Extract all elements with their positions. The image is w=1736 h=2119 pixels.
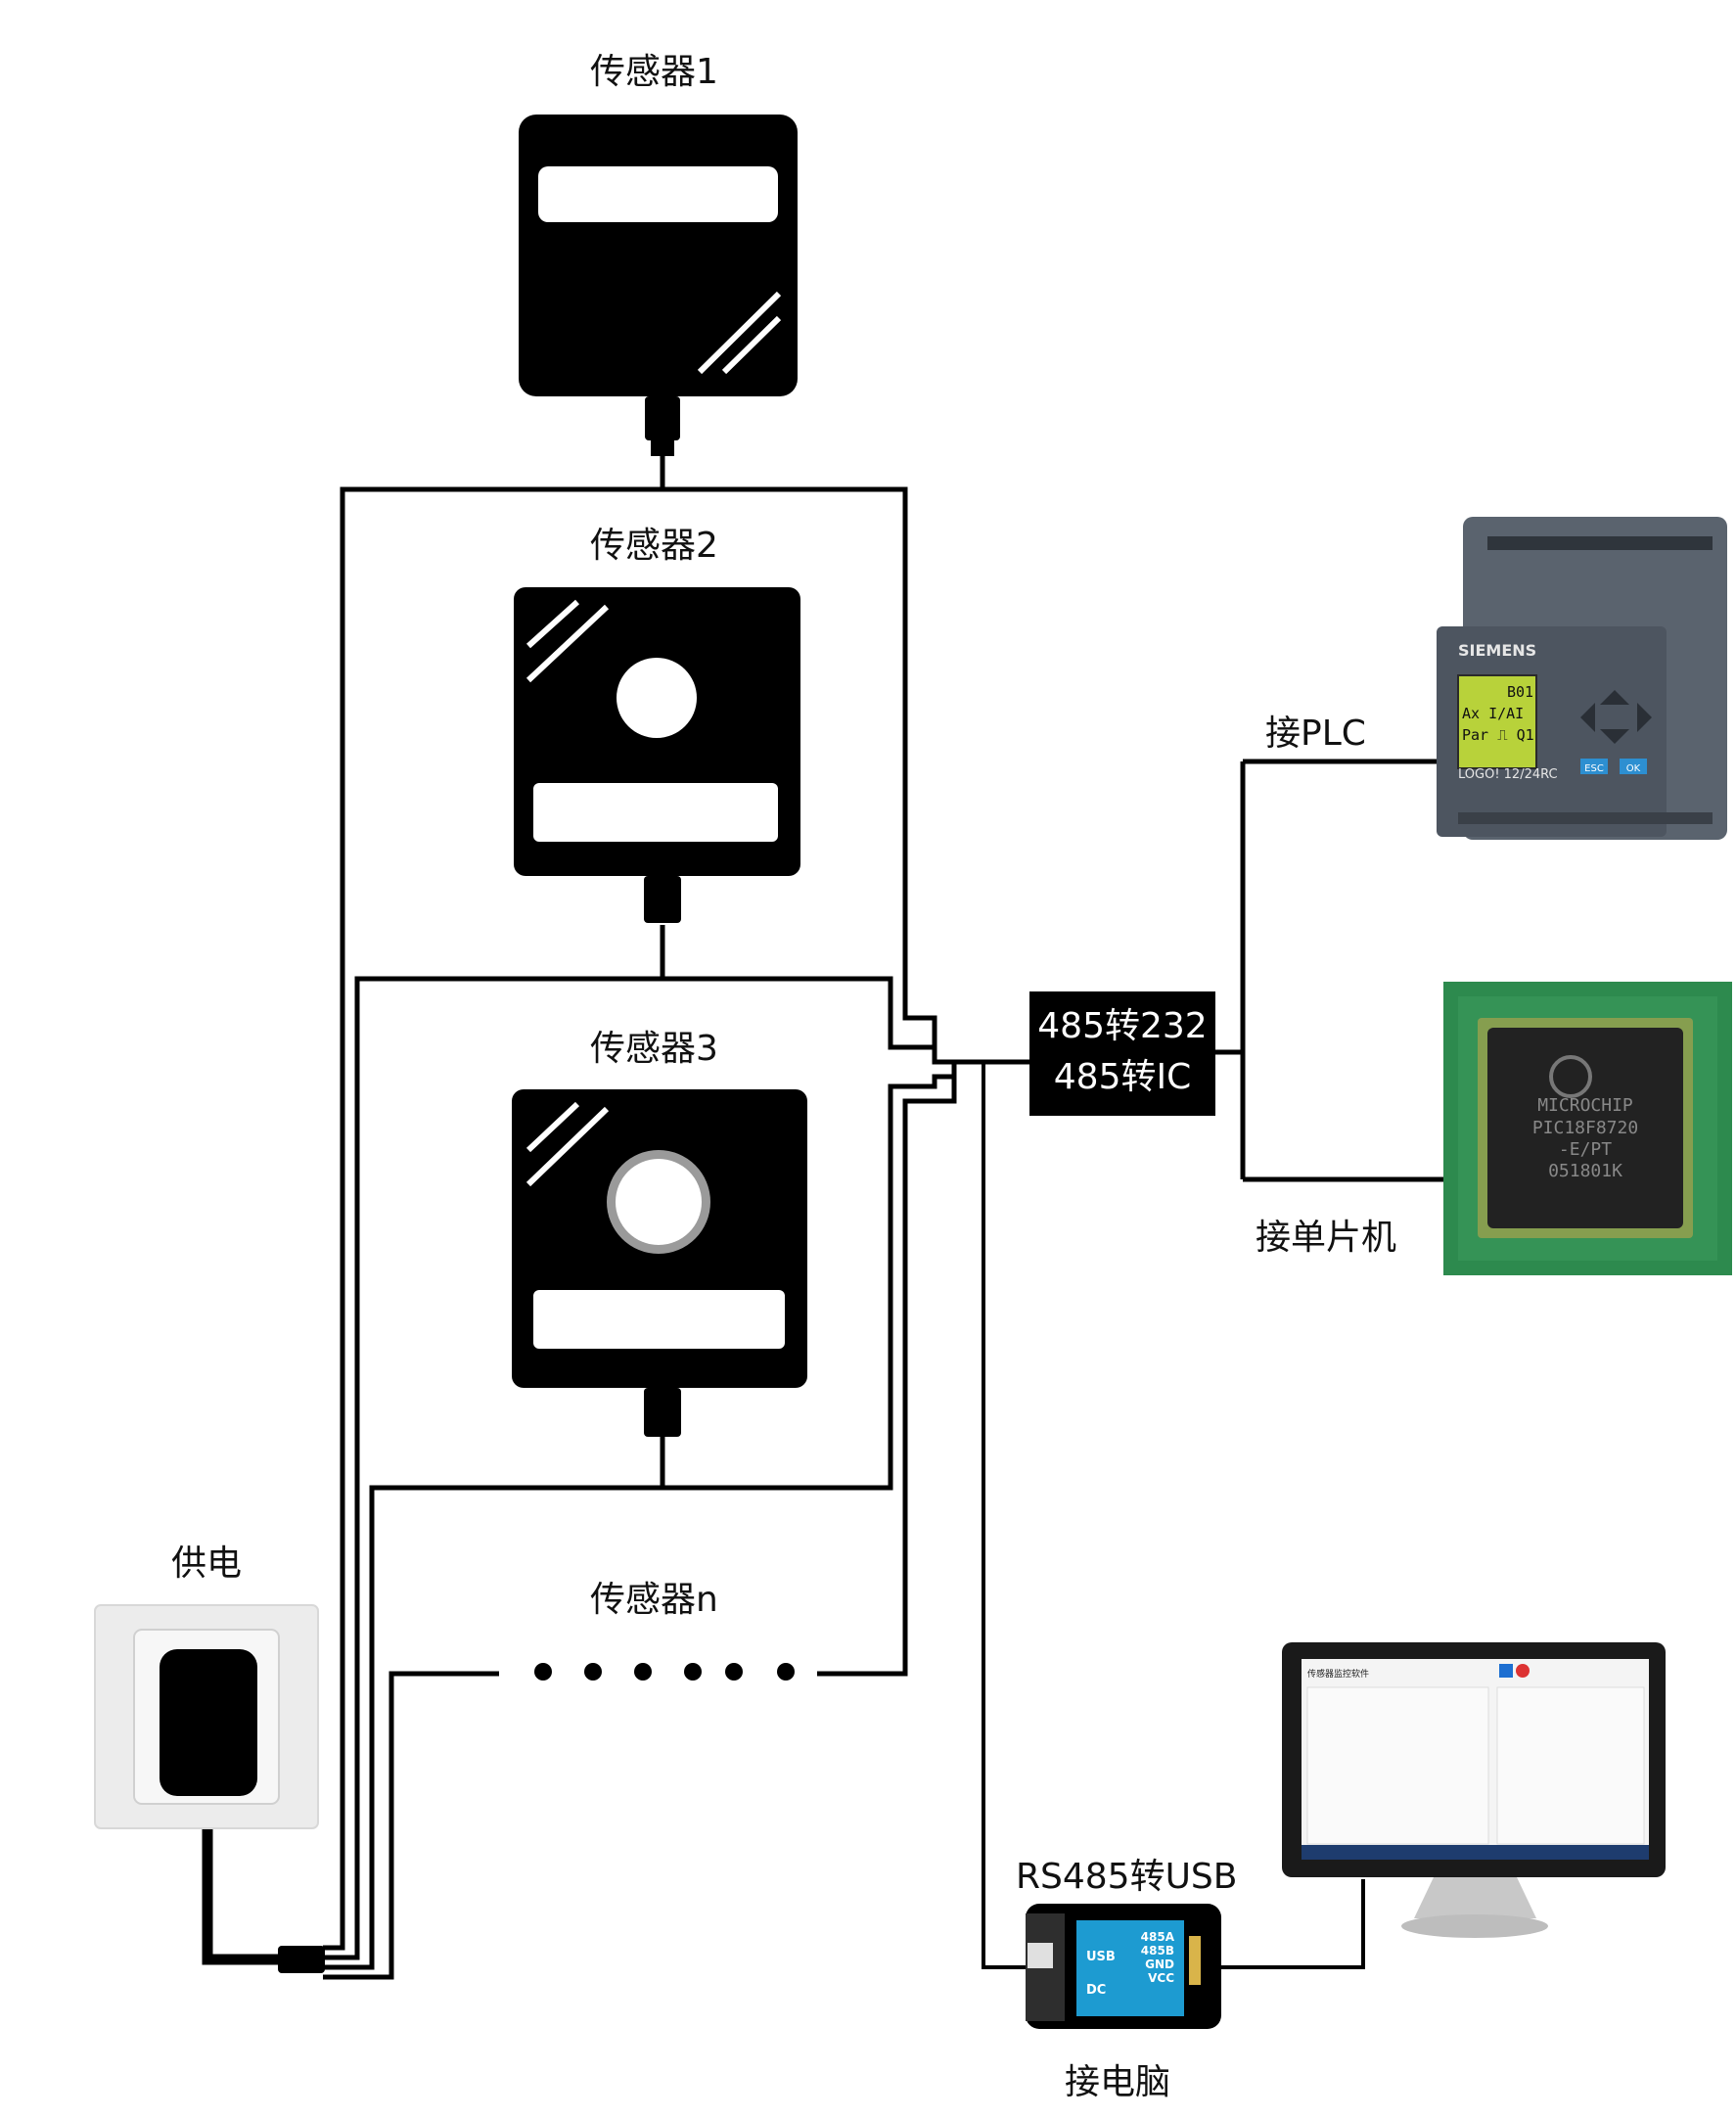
usb-board-pcb — [1076, 1920, 1184, 2016]
wire-to-usb — [982, 1062, 1032, 1969]
mcu-board: MICROCHIP PIC18F8720 -E/PT 051801K — [1443, 982, 1732, 1275]
usb-board-terminals — [1189, 1936, 1201, 1985]
sensor-1 — [519, 115, 798, 456]
pin-label: GND — [1145, 1958, 1174, 1971]
taskbar — [1302, 1845, 1649, 1860]
ellipsis-dot — [725, 1663, 743, 1681]
sensor3-label: 传感器3 — [590, 1029, 718, 1069]
plc-screen-line: B01 — [1507, 683, 1533, 701]
app-title: 传感器监控软件 — [1307, 1668, 1369, 1680]
app-close-icon — [1516, 1664, 1530, 1678]
wire-to-computer — [1218, 1879, 1365, 1969]
sensor2-label: 传感器2 — [590, 526, 718, 566]
wire-sensor2-right — [662, 976, 935, 1050]
plc-down-icon — [1600, 729, 1629, 744]
power-cable — [202, 1801, 284, 1965]
plc-up-icon — [1600, 690, 1629, 705]
ellipsis-dot — [777, 1663, 795, 1681]
wire-sensor2-left — [323, 925, 665, 1960]
sensor3-display — [533, 1290, 785, 1349]
sensor-n-dots — [534, 1663, 795, 1681]
converter-box: 485转232 485转IC — [1029, 991, 1215, 1116]
sensor-2 — [514, 587, 800, 923]
wire-sensor3-left — [323, 1434, 665, 1970]
sensor2-probe — [617, 658, 697, 738]
plc-esc-label: ESC — [1584, 763, 1604, 774]
sensor2-connector — [644, 876, 681, 923]
monitor-stand-neck — [1414, 1877, 1536, 1918]
plc-terminals — [1487, 536, 1713, 550]
pin-label: 485A — [1141, 1930, 1175, 1944]
wire-sensor3-right — [662, 1074, 954, 1491]
plc-screen — [1457, 674, 1537, 769]
usb-port — [1028, 1943, 1053, 1968]
plc-model: LOGO! 12/24RC — [1458, 767, 1558, 782]
sensor-3 — [512, 1089, 807, 1437]
plc-ok-label: OK — [1626, 763, 1641, 774]
plc-ok-button — [1620, 759, 1647, 774]
power-adapter — [160, 1649, 257, 1796]
app-settings-panel — [1496, 1686, 1645, 1845]
usb-label: USB — [1086, 1950, 1116, 1964]
wire-sensor1-right — [662, 486, 954, 1065]
wire-sensorn-left — [323, 1671, 499, 1980]
usb-converter: USB DC 485A 485B GND VCC — [1026, 1904, 1221, 2029]
ellipsis-dot — [534, 1663, 552, 1681]
plc-device: SIEMENS B01 Ax I/AI Par ⎍ Q1 ESC OK LOGO… — [1437, 517, 1727, 840]
glare-line — [525, 604, 610, 683]
mcu-label: 接单片机 — [1256, 1218, 1397, 1258]
chip-body — [1487, 1028, 1683, 1228]
plc-esc-button — [1580, 759, 1608, 774]
plc-brand: SIEMENS — [1458, 641, 1536, 660]
sensor1-connector-tip — [651, 438, 674, 456]
sensor1-connector — [645, 396, 680, 440]
chip-part: 051801K — [1548, 1161, 1622, 1181]
ellipsis-dot — [684, 1663, 702, 1681]
power-label: 供电 — [171, 1543, 243, 1584]
app-readings-panel — [1306, 1686, 1489, 1845]
usb-converter-title: RS485转USB — [1016, 1857, 1238, 1897]
sensor3-probe — [616, 1159, 702, 1245]
sensor1-label: 传感器1 — [590, 52, 718, 92]
glare-line — [525, 1101, 580, 1153]
glare-line — [721, 315, 782, 375]
plc-right-icon — [1637, 703, 1652, 732]
power-socket — [94, 1604, 319, 1829]
power-plug — [278, 1946, 325, 1973]
computer-label: 接电脑 — [1065, 2062, 1171, 2102]
dc-label: DC — [1086, 1983, 1106, 1998]
pin-label: 485B — [1141, 1944, 1174, 1958]
chip-part: -E/PT — [1559, 1139, 1612, 1160]
wire-sensor1-left — [323, 455, 665, 1951]
plc-output-terminals — [1458, 812, 1713, 824]
chip-part: PIC18F8720 — [1532, 1118, 1638, 1138]
glare-line — [525, 1106, 610, 1187]
ellipsis-dot — [584, 1663, 602, 1681]
computer-monitor: 传感器监控软件 — [1282, 1642, 1666, 1938]
chip-brand: MICROCHIP — [1537, 1095, 1633, 1116]
bus-wires — [202, 455, 1443, 1980]
wire-sensorn-right — [817, 1059, 1032, 1677]
converter-line1: 485转232 — [1037, 1006, 1207, 1046]
microchip-logo-icon — [1549, 1055, 1592, 1098]
sensor1-display — [538, 166, 778, 222]
sensor3-connector — [644, 1388, 681, 1437]
plc-screen-line: Ax I/AI — [1462, 705, 1524, 722]
sensor2-display — [533, 783, 778, 842]
glare-line — [697, 291, 782, 375]
ellipsis-dot — [634, 1663, 652, 1681]
app-logo-icon — [1499, 1664, 1513, 1678]
converter-line2: 485转IC — [1054, 1057, 1191, 1097]
sensor1-body — [519, 115, 798, 396]
plc-screen-line: Par ⎍ Q1 — [1462, 726, 1534, 744]
plc-left-icon — [1580, 703, 1595, 732]
converter-body — [1029, 991, 1215, 1116]
monitor-stand-base — [1401, 1914, 1548, 1938]
glare-line — [525, 599, 580, 649]
pin-label: VCC — [1148, 1971, 1174, 1985]
sensorn-label: 传感器n — [590, 1580, 718, 1620]
plc-label: 接PLC — [1265, 714, 1366, 754]
